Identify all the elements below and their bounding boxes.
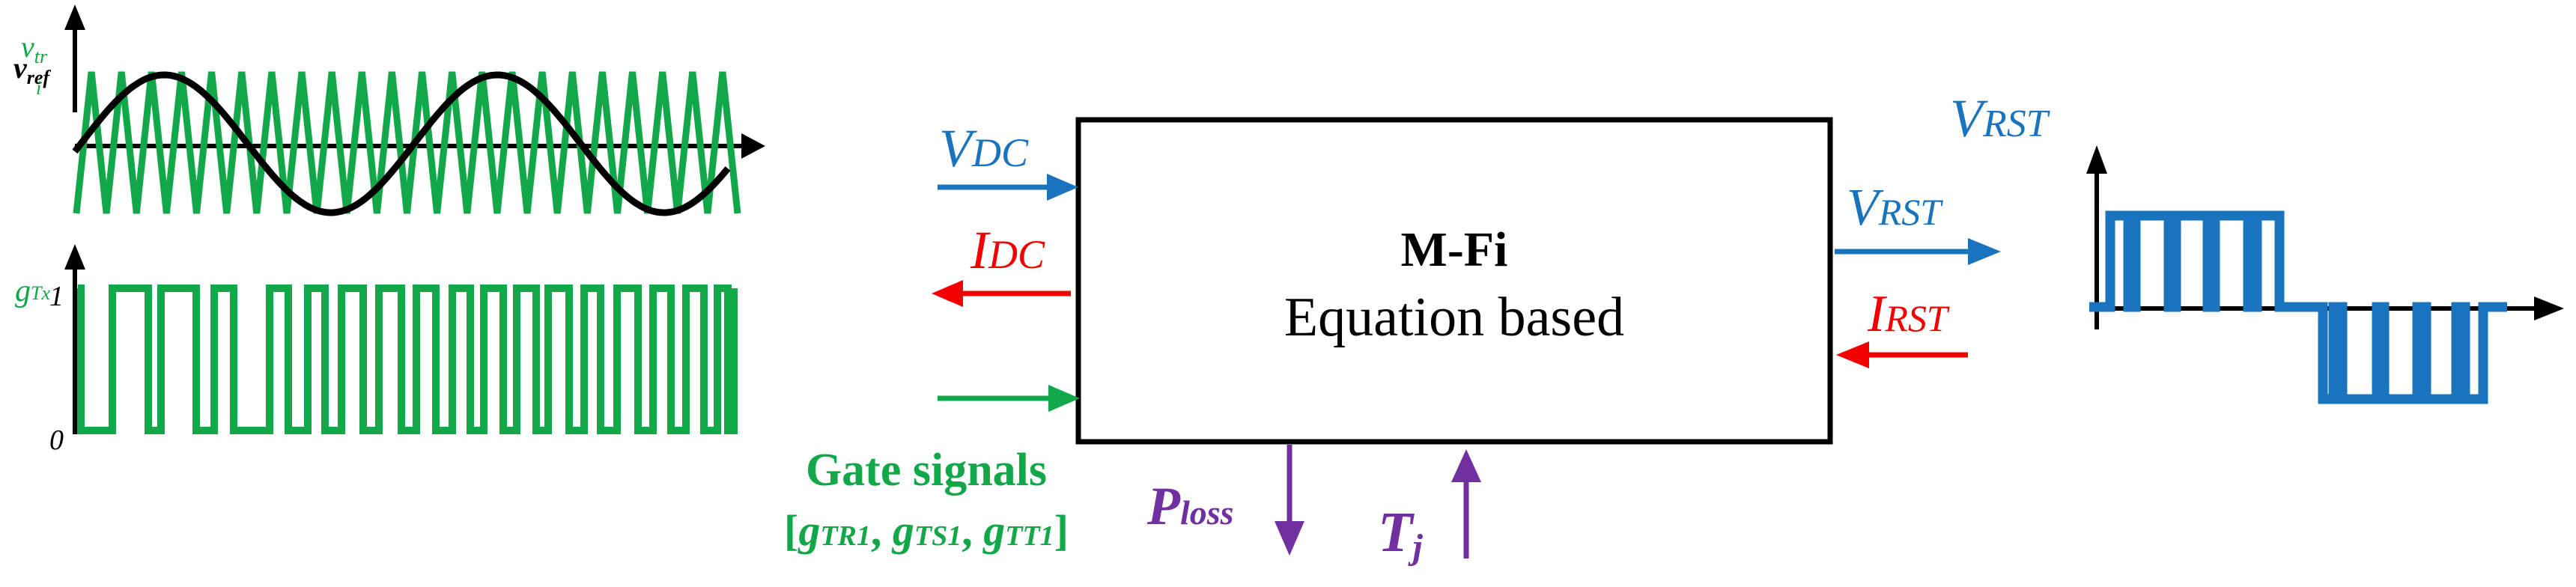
gate-input: Gate signals [gTR1, gTS1, gTT1] (784, 385, 1080, 555)
top-plot-y-arrowhead (64, 4, 85, 30)
block-title: M-Fi (1401, 222, 1508, 277)
gate-signals-title: Gate signals (806, 445, 1047, 496)
vrst-label: VRST (1847, 179, 1943, 237)
ploss-arrowhead (1275, 521, 1304, 556)
bottom-plot-y-arrowhead (64, 244, 85, 270)
vdc-arrowhead (1047, 174, 1078, 201)
gate-signal-pulse-train (77, 285, 738, 434)
tj-arrowhead (1451, 449, 1481, 482)
irst-input: IRST (1836, 285, 1968, 368)
vdc-label: VDC (939, 118, 1029, 178)
gate-signals-list: [gTR1, gTS1, gTT1] (784, 506, 1069, 555)
tj-input: Tj (1378, 449, 1481, 567)
carrier-reference-plot: vtr vref i (13, 4, 765, 216)
right-plot-x-arrowhead (2534, 296, 2564, 320)
gate-signal-plot: gTx 1 0 (15, 244, 738, 456)
mfi-block (1075, 117, 1833, 445)
ploss-output: Ploss (1146, 445, 1304, 556)
irst-label: IRST (1867, 285, 1950, 343)
gate-tick-low: 0 (49, 425, 64, 456)
idc-output: IDC (932, 220, 1071, 307)
top-plot-x-arrowhead (741, 133, 765, 159)
right-plot-label: VRST (1950, 88, 2050, 148)
gate-arrowhead (1048, 385, 1080, 412)
right-plot-y-arrowhead (2086, 145, 2107, 174)
sinusoidal-reference-wave (72, 71, 731, 216)
output-voltage-waveform (2089, 210, 2507, 404)
tj-label: Tj (1378, 501, 1423, 567)
reference-label: vref (13, 51, 51, 88)
irst-arrowhead (1836, 341, 1869, 368)
triangle-carrier-wave (73, 71, 741, 214)
output-voltage-plot: VRST (1950, 88, 2564, 404)
idc-arrowhead (932, 280, 963, 307)
block-subtitle: Equation based (1284, 287, 1624, 348)
index-label: i (36, 77, 41, 99)
carrier-label: vtr (21, 30, 48, 67)
vrst-output: VRST (1835, 179, 2001, 265)
gate-tick-high: 1 (49, 281, 64, 312)
ploss-label: Ploss (1146, 476, 1234, 536)
idc-label: IDC (970, 220, 1045, 280)
gate-plot-label: gTx (15, 274, 50, 308)
vrst-arrowhead (1968, 238, 2001, 265)
vdc-input: VDC (938, 118, 1078, 201)
